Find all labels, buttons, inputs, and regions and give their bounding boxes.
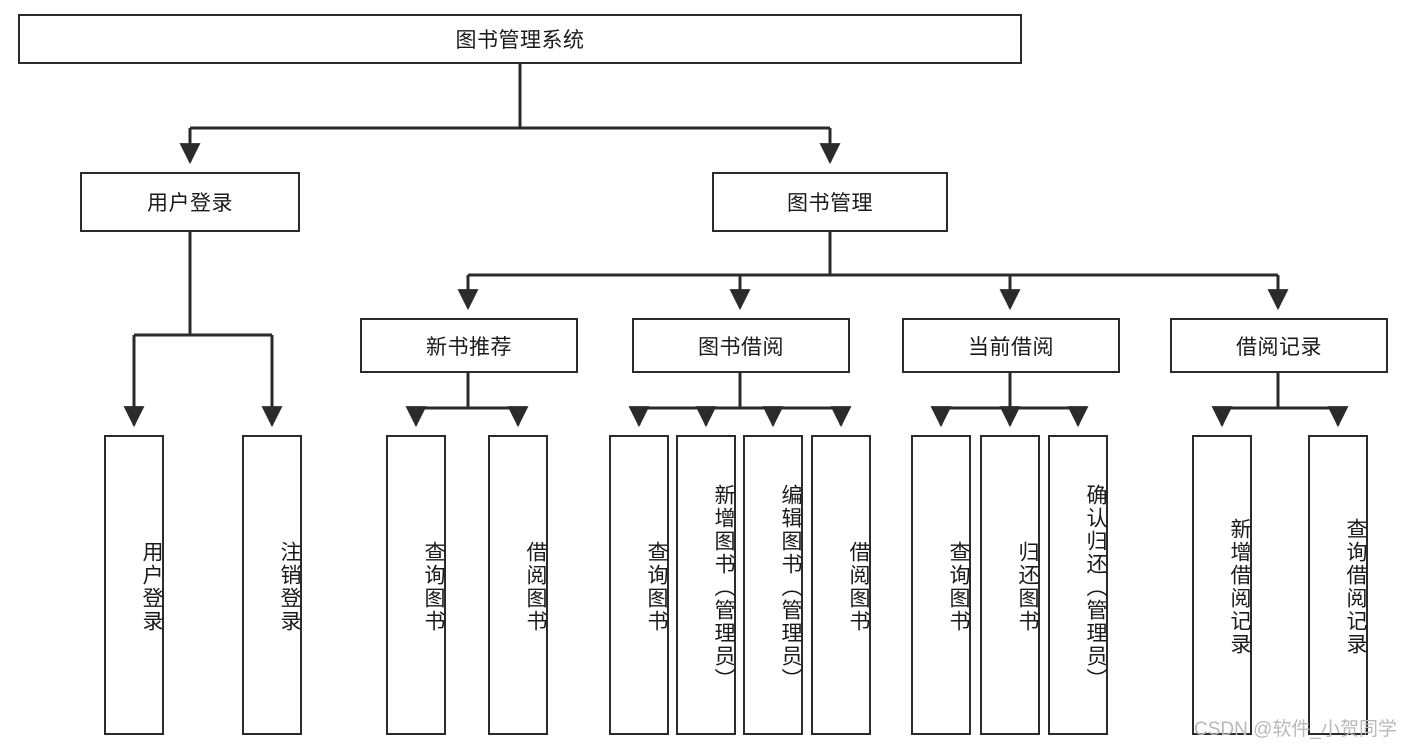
- leaf-query-book-borrow[interactable]: 查询图书: [609, 435, 669, 735]
- leaf-label: 注销登录: [278, 541, 301, 633]
- node-current-borrow[interactable]: 当前借阅: [902, 318, 1120, 373]
- leaf-confirm-return-admin[interactable]: 确认归还（管理员）: [1048, 435, 1108, 735]
- node-user-login-module[interactable]: 用户登录: [80, 172, 300, 232]
- leaf-label: 用户登录: [140, 541, 163, 633]
- leaf-return-book[interactable]: 归还图书: [980, 435, 1040, 735]
- csdn-watermark: CSDN @软件_小贺同学: [1194, 719, 1397, 740]
- node-book-borrow[interactable]: 图书借阅: [632, 318, 850, 373]
- leaf-label: 借阅图书: [524, 541, 547, 633]
- node-book-management-module[interactable]: 图书管理: [712, 172, 948, 232]
- leaf-label: 借阅图书: [847, 541, 870, 633]
- leaf-edit-book-admin[interactable]: 编辑图书（管理员）: [743, 435, 803, 735]
- leaf-label: 查询图书: [947, 541, 970, 633]
- leaf-borrow-book-recommend[interactable]: 借阅图书: [488, 435, 548, 735]
- leaf-label: 查询借阅记录: [1344, 518, 1367, 656]
- leaf-borrow-book[interactable]: 借阅图书: [811, 435, 871, 735]
- leaf-label: 归还图书: [1016, 541, 1039, 633]
- leaf-label: 查询图书: [645, 541, 668, 633]
- leaf-label: 编辑图书（管理员）: [779, 483, 802, 691]
- node-new-book-recommend[interactable]: 新书推荐: [360, 318, 578, 373]
- leaf-query-borrow-record[interactable]: 查询借阅记录: [1308, 435, 1368, 735]
- node-borrow-record[interactable]: 借阅记录: [1170, 318, 1388, 373]
- node-root-system[interactable]: 图书管理系统: [18, 14, 1022, 64]
- leaf-query-book-current[interactable]: 查询图书: [911, 435, 971, 735]
- leaf-query-book-recommend[interactable]: 查询图书: [386, 435, 446, 735]
- leaf-user-login[interactable]: 用户登录: [104, 435, 164, 735]
- leaf-label: 新增借阅记录: [1228, 518, 1251, 656]
- leaf-logout[interactable]: 注销登录: [242, 435, 302, 735]
- leaf-label: 确认归还（管理员）: [1084, 483, 1107, 691]
- leaf-label: 新增图书（管理员）: [712, 483, 735, 691]
- leaf-add-borrow-record[interactable]: 新增借阅记录: [1192, 435, 1252, 735]
- leaf-label: 查询图书: [422, 541, 445, 633]
- leaf-add-book-admin[interactable]: 新增图书（管理员）: [676, 435, 736, 735]
